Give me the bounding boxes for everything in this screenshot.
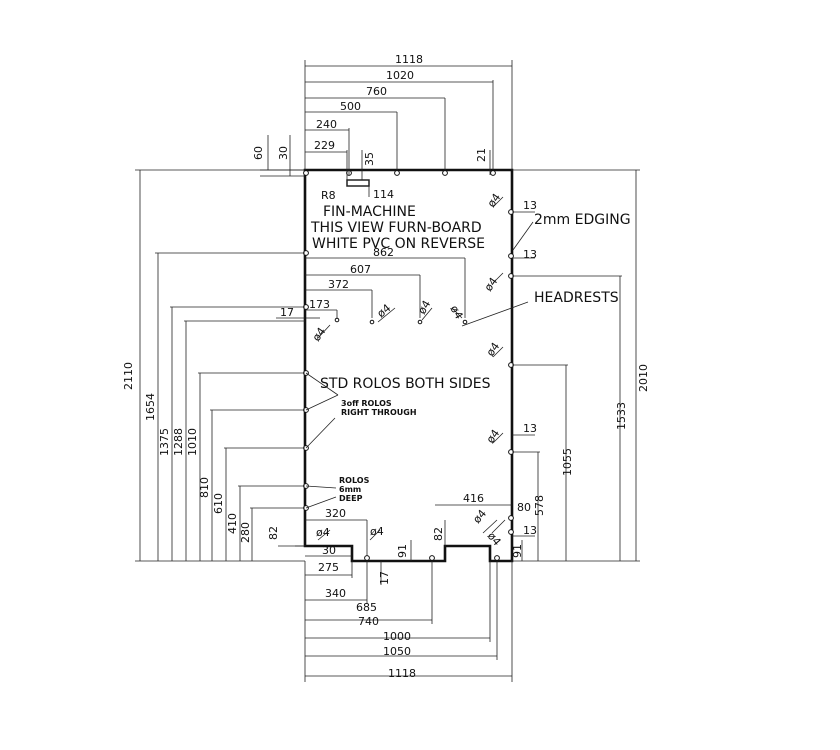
dim-372: 372: [328, 278, 349, 291]
dim-top-60: 60: [252, 146, 265, 160]
dim-l-410: 410: [226, 513, 239, 534]
note-std-rolos: STD ROLOS BOTH SIDES: [320, 376, 491, 392]
note-off-rolos-2: RIGHT THROUGH: [341, 408, 417, 417]
dim-top-500: 500: [340, 100, 361, 113]
svg-text:ø4: ø4: [482, 275, 501, 294]
dim-l-810: 810: [198, 477, 211, 498]
hole-labels: ø4 ø4 ø4 ø4 ø4 ø4 ø4 ø4 ø4 ø4 ø4 ø4: [310, 191, 504, 548]
dim-l-1288: 1288: [172, 428, 185, 456]
dim-v-91b: 91: [511, 544, 524, 558]
note-rolos-1: ROLOS: [339, 476, 370, 485]
right-dimensions: [512, 169, 640, 562]
svg-text:ø4: ø4: [470, 507, 489, 526]
dim-r-2010: 2010: [637, 364, 650, 392]
svg-text:ø4: ø4: [375, 302, 394, 321]
dim-bot-685: 685: [356, 601, 377, 614]
dim-r-13a: 13: [523, 199, 537, 212]
note-this-view: THIS VIEW FURN-BOARD: [310, 220, 482, 236]
dim-320: 320: [325, 507, 346, 520]
dim-30: 30: [322, 544, 336, 557]
note-white-pvc: WHITE PVC ON REVERSE: [312, 236, 485, 252]
note-rolos-3: DEEP: [339, 494, 363, 503]
note-headrests: HEADRESTS: [534, 290, 619, 306]
dim-top-240: 240: [316, 118, 337, 131]
dim-862: 862: [373, 246, 394, 259]
dim-bot-1000: 1000: [383, 630, 411, 643]
note-rolos-2: 6mm: [339, 485, 361, 494]
dim-r-1055: 1055: [561, 448, 574, 476]
svg-text:ø4: ø4: [484, 340, 503, 359]
leader-lines: [305, 196, 534, 541]
dim-17: 17: [280, 306, 294, 319]
top-dimensions: [260, 60, 513, 197]
dim-416: 416: [463, 492, 484, 505]
dim-v-82a: 82: [267, 526, 280, 540]
dim-r-13c: 13: [523, 422, 537, 435]
svg-text:ø4: ø4: [316, 526, 330, 539]
dim-top-21: 21: [475, 148, 488, 162]
dim-top-114: 114: [373, 188, 394, 201]
dim-top-30: 30: [277, 146, 290, 160]
dim-607: 607: [350, 263, 371, 276]
dim-v-91a: 91: [396, 544, 409, 558]
dim-bot-1118: 1118: [388, 667, 416, 680]
svg-text:ø4: ø4: [485, 191, 504, 210]
dim-r-13b: 13: [523, 248, 537, 261]
dim-v-17: 17: [378, 571, 391, 585]
dim-v-80: 80: [517, 501, 531, 514]
dim-l-1375: 1375: [158, 428, 171, 456]
svg-text:ø4: ø4: [370, 525, 384, 538]
interior-dimensions: [276, 257, 512, 557]
dim-bot-740: 740: [358, 615, 379, 628]
dim-r-13d: 13: [523, 524, 537, 537]
dim-bot-340: 340: [325, 587, 346, 600]
svg-text:ø4: ø4: [310, 325, 329, 344]
dim-275: 275: [318, 561, 339, 574]
dim-top-1020: 1020: [386, 69, 414, 82]
svg-text:ø4: ø4: [447, 303, 465, 321]
dim-l-1010: 1010: [186, 428, 199, 456]
label-r8: R8: [321, 189, 336, 202]
bottom-dimensions: [304, 520, 523, 682]
note-edging: 2mm EDGING: [534, 212, 631, 228]
left-dimensions: [135, 169, 305, 562]
dim-l-280: 280: [239, 522, 252, 543]
dim-v-82b: 82: [432, 527, 445, 541]
holes: [303, 170, 514, 561]
note-fin-machine: FIN-MACHINE: [323, 204, 416, 220]
dim-top-760: 760: [366, 85, 387, 98]
dim-top-229: 229: [314, 139, 335, 152]
dim-r-1533: 1533: [615, 402, 628, 430]
note-off-rolos-1: 3off ROLOS: [341, 399, 392, 408]
dim-l-610: 610: [212, 493, 225, 514]
dim-top-35: 35: [363, 152, 376, 166]
svg-text:ø4: ø4: [415, 298, 433, 316]
svg-text:ø4: ø4: [484, 427, 503, 446]
dim-l-2110: 2110: [122, 362, 135, 390]
dim-r-578: 578: [533, 495, 546, 516]
dim-bot-1050: 1050: [383, 645, 411, 658]
dim-173: 173: [309, 298, 330, 311]
dim-l-1654: 1654: [144, 393, 157, 421]
dim-top-1118: 1118: [395, 53, 423, 66]
slot-114: [346, 179, 370, 187]
